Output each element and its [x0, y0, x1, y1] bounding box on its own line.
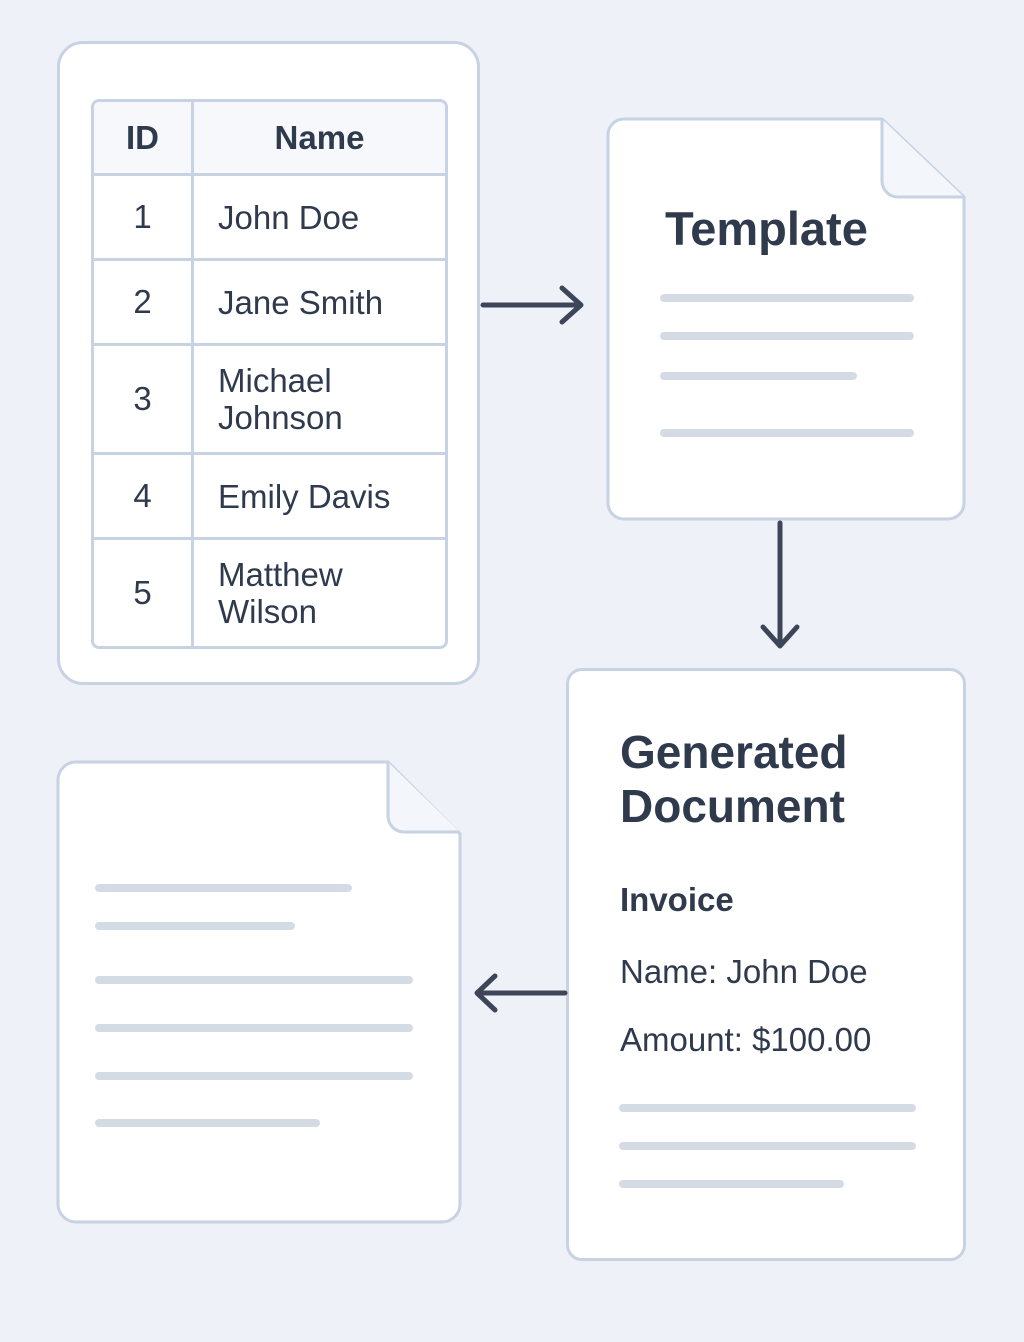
name-column-header: Name: [194, 102, 445, 176]
table-row: 4 Emily Davis: [94, 455, 445, 540]
row-name: Jane Smith: [194, 261, 445, 346]
generated-document-card: Generated Document Invoice Name: John Do…: [566, 668, 966, 1261]
data-table: ID Name 1 John Doe 2 Jane Smith 3 Michae…: [91, 99, 448, 649]
placeholder-line: [619, 1142, 916, 1150]
placeholder-line: [95, 976, 413, 984]
table-row: 2 Jane Smith: [94, 261, 445, 346]
template-title: Template: [665, 202, 868, 255]
row-id: 3: [94, 346, 194, 455]
table-row: 1 John Doe: [94, 176, 445, 261]
row-name: Emily Davis: [194, 455, 445, 540]
row-name: John Doe: [194, 176, 445, 261]
placeholder-line: [660, 332, 914, 340]
output-file-card: [56, 760, 462, 1224]
template-file-card: Template: [606, 117, 966, 521]
row-id: 1: [94, 176, 194, 261]
arrow-down-icon: [760, 520, 800, 649]
file-outline-icon: [56, 760, 462, 1224]
placeholder-line: [95, 1119, 320, 1127]
table-row: 3 Michael Johnson: [94, 346, 445, 455]
row-id: 5: [94, 540, 194, 646]
generated-document-title: Generated Document: [620, 726, 848, 832]
file-outline-icon: [606, 117, 966, 521]
invoice-name-line: Name: John Doe: [620, 953, 868, 990]
placeholder-line: [95, 884, 352, 892]
row-name: Michael Johnson: [194, 346, 445, 455]
placeholder-line: [660, 429, 914, 437]
row-id: 2: [94, 261, 194, 346]
data-source-card: ID Name 1 John Doe 2 Jane Smith 3 Michae…: [57, 41, 480, 685]
placeholder-line: [619, 1104, 916, 1112]
placeholder-line: [95, 1024, 413, 1032]
placeholder-line: [660, 294, 914, 302]
arrow-left-icon: [474, 973, 568, 1013]
row-id: 4: [94, 455, 194, 540]
table-header-row: ID Name: [94, 102, 445, 176]
placeholder-line: [619, 1180, 844, 1188]
id-column-header: ID: [94, 102, 194, 176]
invoice-heading: Invoice: [620, 881, 734, 918]
placeholder-line: [95, 1072, 413, 1080]
table-row: 5 Matthew Wilson: [94, 540, 445, 646]
invoice-amount-line: Amount: $100.00: [620, 1021, 872, 1058]
placeholder-line: [660, 372, 857, 380]
placeholder-line: [95, 922, 295, 930]
row-name: Matthew Wilson: [218, 556, 343, 630]
arrow-right-icon: [480, 285, 584, 325]
